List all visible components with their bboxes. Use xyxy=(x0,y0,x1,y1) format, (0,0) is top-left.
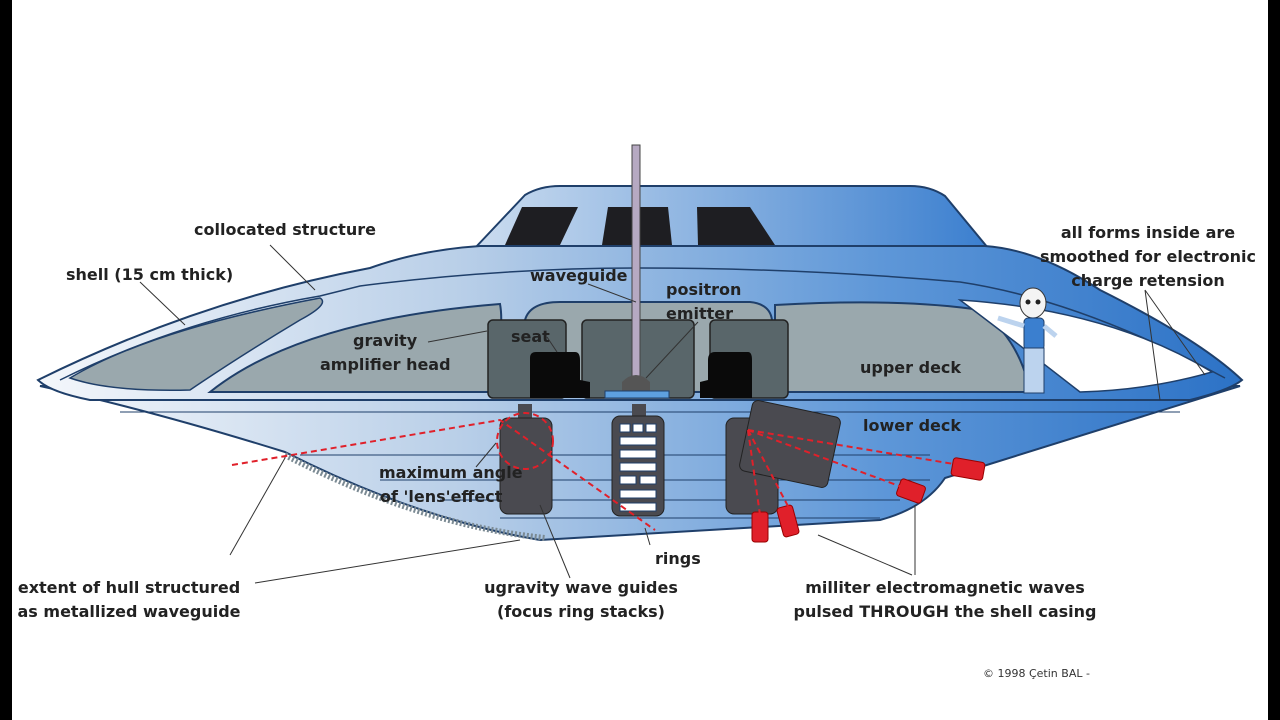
label-gravity: gravity xyxy=(353,331,418,350)
label-lower-deck: lower deck xyxy=(863,416,961,435)
shell-window-left xyxy=(68,297,324,391)
label-rings: rings xyxy=(655,549,701,568)
label-milliter-2: pulsed THROUGH the shell casing xyxy=(794,602,1097,621)
shell-window-right xyxy=(957,299,1214,393)
seat-right xyxy=(700,352,752,398)
rings xyxy=(619,423,657,512)
leader-lines xyxy=(139,244,1206,584)
label-max-angle-2: of 'lens'effect xyxy=(380,487,503,506)
label-forms-1: all forms inside are xyxy=(1061,223,1235,242)
dome-window xyxy=(505,207,578,245)
ugravity-wave-guide-left xyxy=(499,417,553,515)
positron-emitter xyxy=(622,375,650,392)
letterbox-left xyxy=(0,0,12,720)
label-seat: seat xyxy=(511,327,550,346)
label-upper-deck: upper deck xyxy=(860,358,961,377)
waveguide-mast xyxy=(631,144,641,381)
label-forms-2: smoothed for electronic xyxy=(1040,247,1256,266)
letterbox-right xyxy=(1268,0,1280,720)
label-hull-2: as metallized waveguide xyxy=(18,602,241,621)
copyright: © 1998 Çetin BAL - xyxy=(983,667,1090,680)
label-forms-3: charge retension xyxy=(1071,271,1224,290)
label-amplifier-head: amplifier head xyxy=(320,355,451,374)
dome-window xyxy=(697,207,775,245)
label-emitter: emitter xyxy=(666,304,733,323)
em-emitters xyxy=(751,457,986,543)
label-max-angle-1: maximum angle xyxy=(379,463,523,482)
alien-figure xyxy=(997,287,1058,394)
label-ugravity-2: (focus ring stacks) xyxy=(497,602,665,621)
label-waveguide: waveguide xyxy=(530,266,628,285)
label-hull-1: extent of hull structured xyxy=(18,578,240,597)
label-ugravity-1: ugravity wave guides xyxy=(484,578,678,597)
label-milliter-1: milliter electromagnetic waves xyxy=(805,578,1085,597)
label-positron: positron xyxy=(666,280,741,299)
label-shell: shell (15 cm thick) xyxy=(66,265,233,284)
seat-left xyxy=(530,352,590,398)
label-collocated-structure: collocated structure xyxy=(194,220,376,239)
